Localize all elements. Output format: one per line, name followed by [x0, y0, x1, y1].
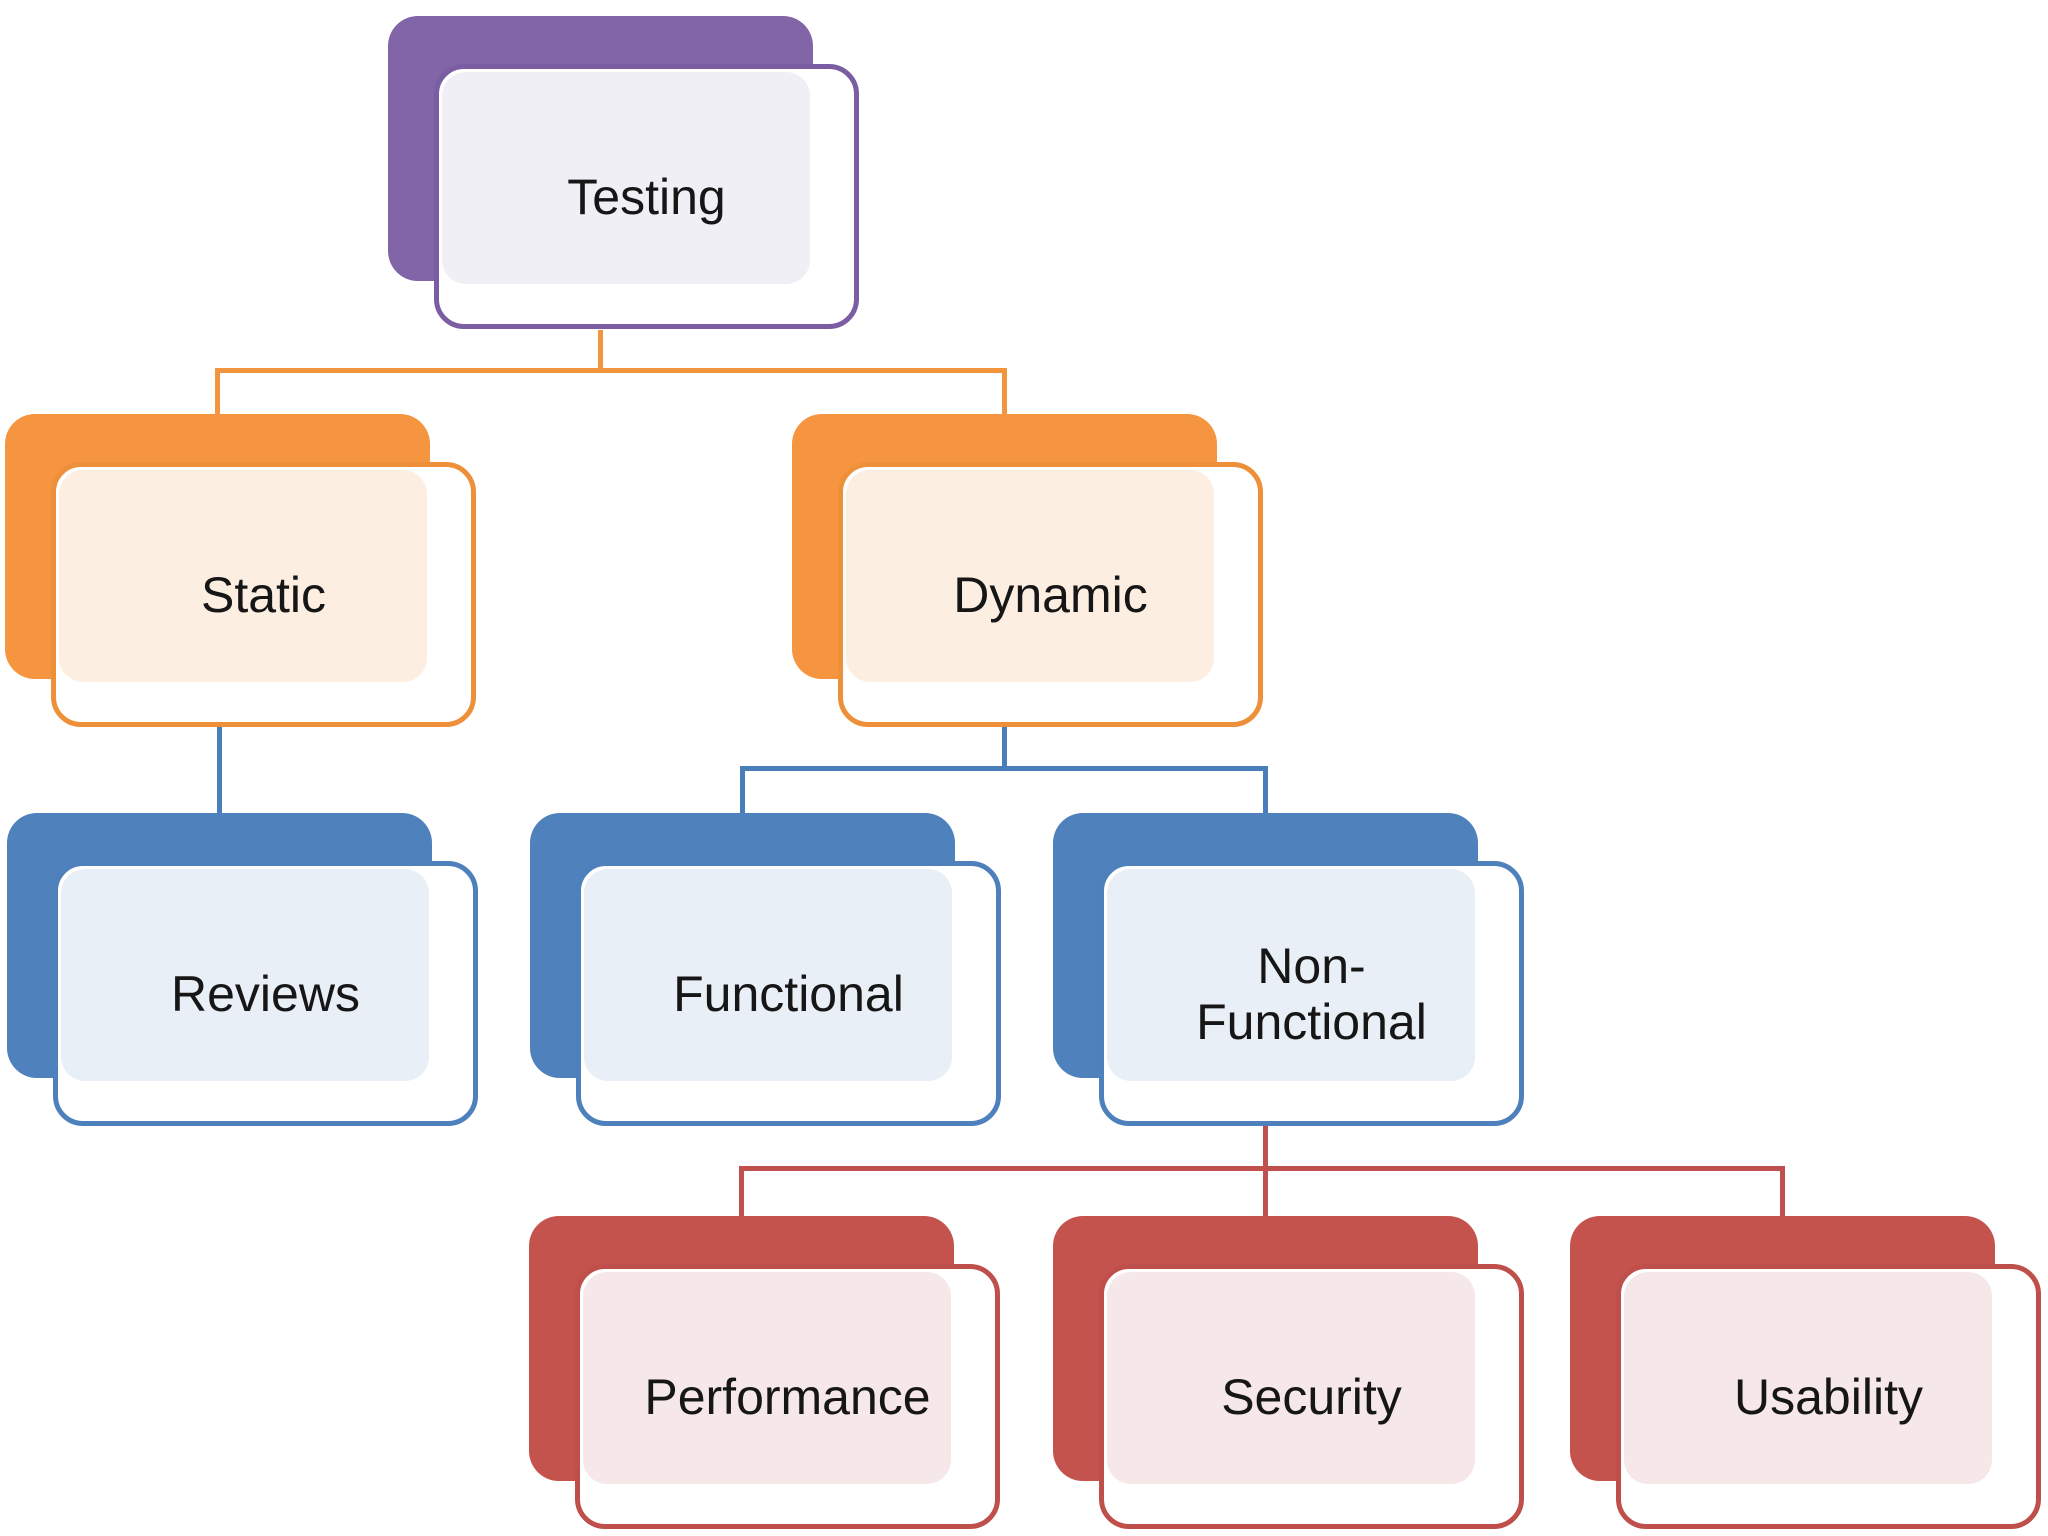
- connector-segment: [216, 726, 222, 816]
- node-usability: Usability: [1570, 1216, 2041, 1529]
- node-dynamic-tint-panel: [846, 470, 1214, 682]
- node-security-label: Security: [1221, 1368, 1402, 1425]
- node-testing: Testing: [388, 16, 859, 329]
- connector-segment: [214, 367, 1007, 373]
- node-testing-tint-panel: [442, 72, 810, 284]
- node-functional-label: Functional: [673, 965, 904, 1022]
- connector-segment: [738, 1165, 1785, 1171]
- connector-segment: [214, 370, 220, 417]
- node-dynamic-label: Dynamic: [953, 566, 1148, 623]
- node-non-functional: Non- Functional: [1053, 813, 1524, 1126]
- node-static-tint-panel: [59, 470, 427, 682]
- node-static-label: Static: [200, 566, 327, 623]
- connector-segment: [597, 330, 603, 373]
- connector-segment: [1262, 768, 1268, 816]
- node-non-functional-label: Non- Functional: [1196, 937, 1427, 1050]
- node-non-functional-tint-panel: [1107, 869, 1475, 1081]
- connector-segment: [1262, 1125, 1268, 1219]
- node-testing-label: Testing: [567, 168, 726, 225]
- connector-segment: [1001, 726, 1007, 771]
- connector-segment: [739, 765, 1268, 771]
- node-performance-label: Performance: [644, 1368, 931, 1425]
- node-reviews-label: Reviews: [171, 965, 360, 1022]
- node-reviews-tint-panel: [61, 869, 429, 1081]
- node-security-tint-panel: [1107, 1272, 1475, 1484]
- connector-segment: [1001, 370, 1007, 417]
- node-performance-tint-panel: [583, 1272, 951, 1484]
- connector-segment: [738, 1168, 744, 1219]
- node-functional-tint-panel: [584, 869, 952, 1081]
- node-performance: Performance: [529, 1216, 1000, 1529]
- node-usability-tint-panel: [1624, 1272, 1992, 1484]
- node-static: Static: [5, 414, 476, 727]
- node-functional: Functional: [530, 813, 1001, 1126]
- node-usability-label: Usability: [1734, 1368, 1923, 1425]
- node-security: Security: [1053, 1216, 1524, 1529]
- connector-segment: [739, 768, 745, 816]
- connector-segment: [1779, 1168, 1785, 1219]
- node-reviews: Reviews: [7, 813, 478, 1126]
- node-dynamic: Dynamic: [792, 414, 1263, 727]
